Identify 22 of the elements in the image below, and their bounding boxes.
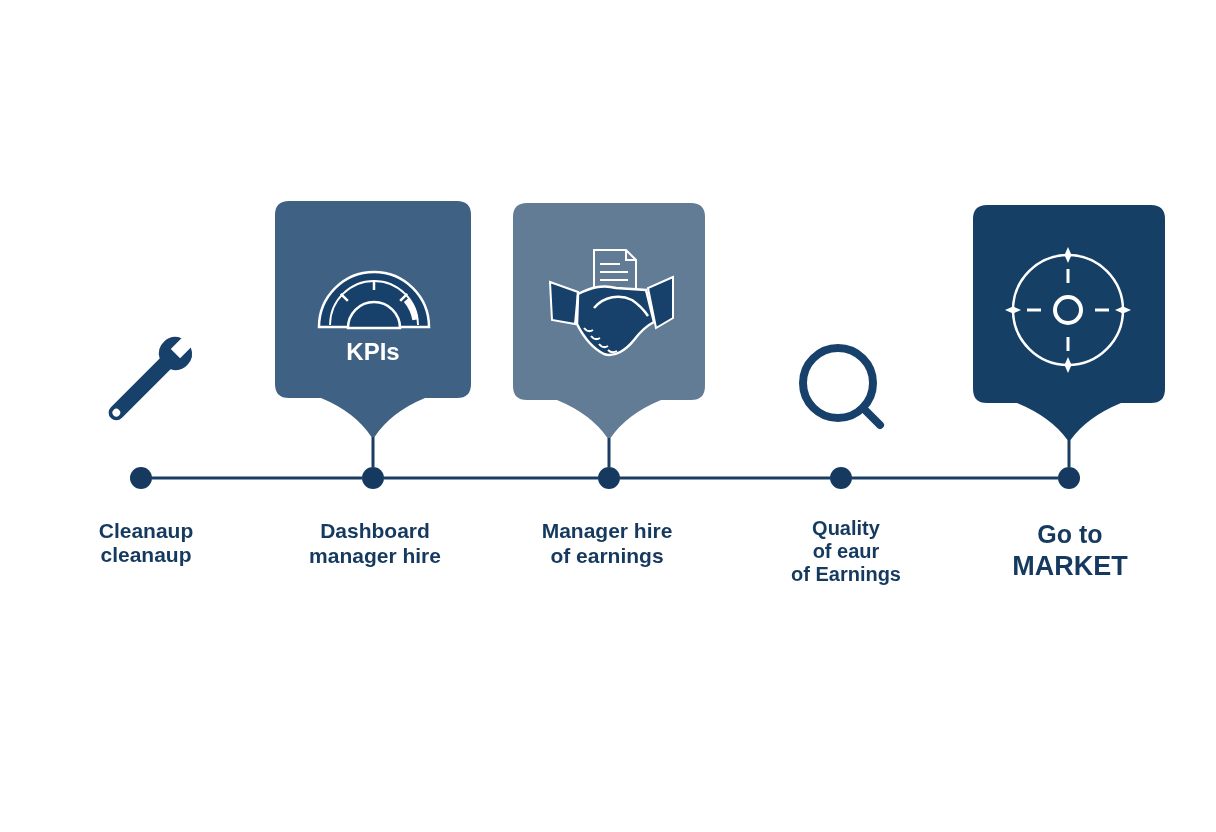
timeline-line [620,476,830,480]
timeline-line [152,476,362,480]
milestone-dot [830,467,852,489]
milestone-dot [1058,467,1080,489]
milestone-label: MARKET [1011,550,1129,582]
connector-line [1067,440,1071,467]
connector-line [607,438,611,467]
timeline-line [852,476,1058,480]
milestone-dot [362,467,384,489]
callout-box [275,201,471,437]
milestone-label: Manager hire of earnings [540,518,674,568]
milestone-label: Quality of eaur of Earnings [790,517,902,586]
milestone-label: Cleanaup cleanaup [97,519,195,567]
milestone-label: Dashboard manager hire [308,518,442,568]
box-title: KPIs [346,338,400,366]
milestone-label: Go to [1036,519,1104,549]
callout-box [973,205,1165,440]
milestone-dot [598,467,620,489]
milestone-dot [130,467,152,489]
connector-line [371,437,375,467]
timeline-line [384,476,598,480]
callout-box [513,203,705,438]
